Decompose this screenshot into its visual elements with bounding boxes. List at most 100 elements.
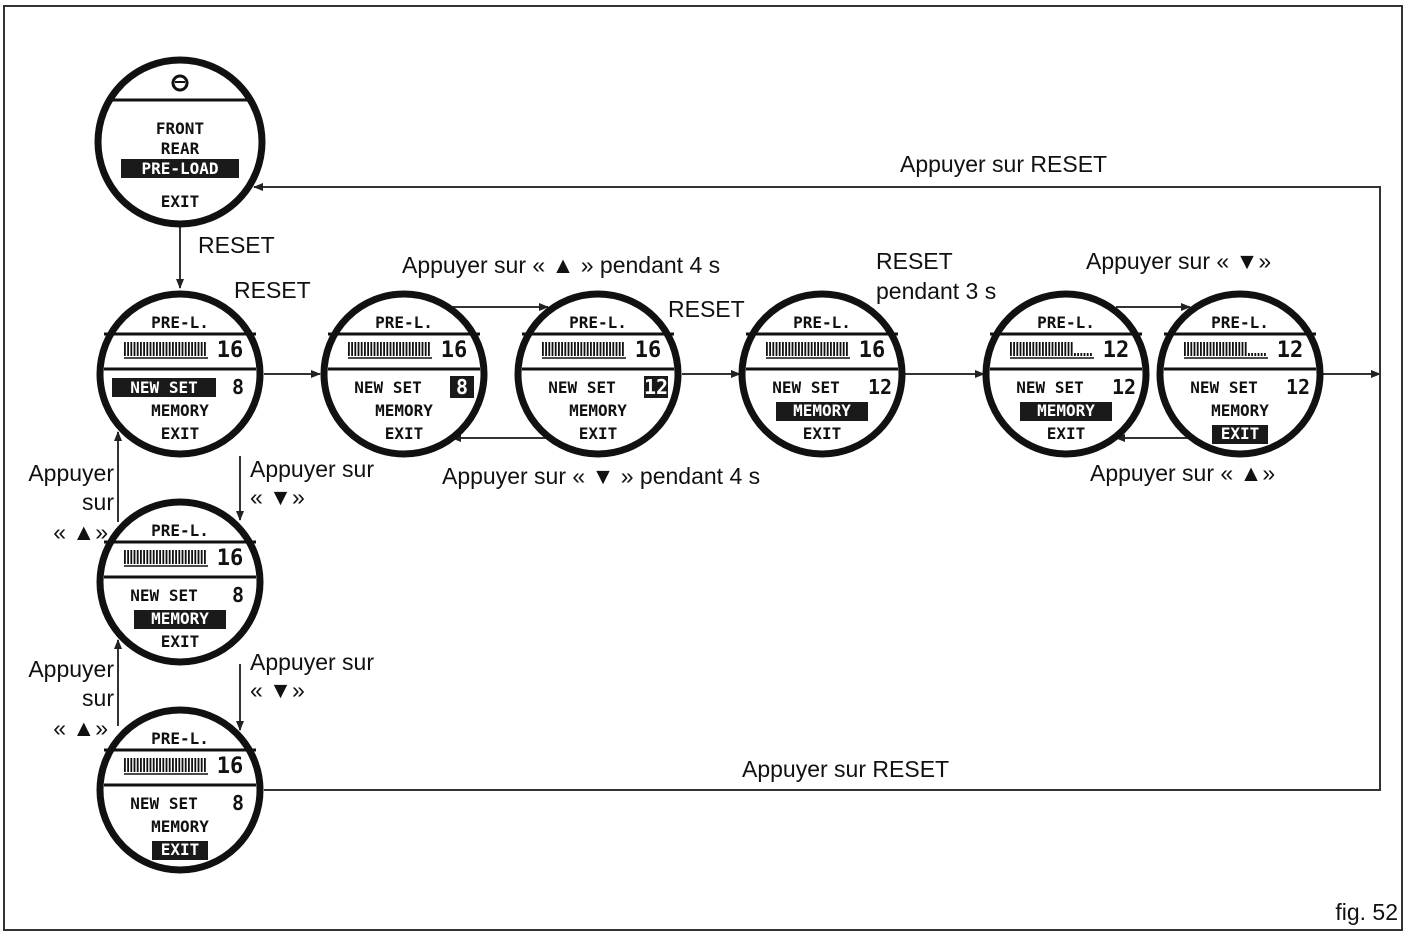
label-press-up-2-line3: « ▲» bbox=[53, 715, 108, 741]
screen-header: PRE-L. bbox=[569, 313, 627, 332]
exit-label: EXIT bbox=[1047, 424, 1086, 443]
exit-label: EXIT bbox=[161, 840, 200, 859]
exit-label: EXIT bbox=[385, 424, 424, 443]
memory-label: MEMORY bbox=[1211, 401, 1269, 420]
label-press-down-1-line1: Appuyer sur bbox=[250, 456, 374, 482]
preload-bar-graph bbox=[124, 758, 208, 775]
figure-frame bbox=[3, 5, 1403, 931]
preload-bar-graph bbox=[124, 550, 208, 567]
new-set-value: 8 bbox=[456, 375, 468, 399]
preload-bar-graph bbox=[542, 342, 626, 359]
memory-label: MEMORY bbox=[1037, 401, 1095, 420]
preload-value: 16 bbox=[441, 338, 468, 363]
preload-value: 16 bbox=[217, 754, 244, 779]
exit-label: EXIT bbox=[1221, 424, 1260, 443]
preload-bar-graph bbox=[1010, 342, 1094, 359]
suspension-icon bbox=[171, 74, 189, 92]
new-set-label: NEW SET bbox=[1190, 378, 1257, 397]
label-press-up-2-line1: Appuyer bbox=[28, 656, 114, 682]
new-set-label: NEW SET bbox=[1016, 378, 1083, 397]
memory-label: MEMORY bbox=[793, 401, 851, 420]
label-press-down-2-line1: Appuyer sur bbox=[250, 649, 374, 675]
label-press-up-right: Appuyer sur « ▲» bbox=[1090, 460, 1275, 486]
label-down-4s: Appuyer sur « ▼ » pendant 4 s bbox=[442, 463, 760, 489]
new-set-label: NEW SET bbox=[130, 794, 197, 813]
connector-loop-top bbox=[253, 183, 1381, 374]
new-set-value: 12 bbox=[1286, 375, 1310, 399]
preload-value: 16 bbox=[217, 338, 244, 363]
label-reset-down: RESET bbox=[198, 232, 275, 258]
preload-value: 12 bbox=[1103, 338, 1130, 363]
screen-header: PRE-L. bbox=[151, 313, 209, 332]
menu-item-pre-load: PRE-LOAD bbox=[141, 159, 218, 178]
label-reset-3s-line1: RESET bbox=[876, 248, 953, 274]
memory-label: MEMORY bbox=[569, 401, 627, 420]
new-set-value-highlight bbox=[644, 376, 668, 398]
preload-value: 16 bbox=[635, 338, 662, 363]
memory-label: MEMORY bbox=[375, 401, 433, 420]
screen-header: PRE-L. bbox=[1037, 313, 1095, 332]
preload-bar-graph bbox=[348, 342, 432, 359]
exit-highlight bbox=[1212, 425, 1268, 444]
new-set-value: 12 bbox=[644, 375, 668, 399]
new-set-label: NEW SET bbox=[130, 586, 197, 605]
memory-label: MEMORY bbox=[151, 401, 209, 420]
preload-value: 16 bbox=[859, 338, 886, 363]
new-set-value: 12 bbox=[1112, 375, 1136, 399]
screen-header: PRE-L. bbox=[151, 729, 209, 748]
new-set-value: 8 bbox=[232, 583, 244, 607]
menu-item-front: FRONT bbox=[156, 119, 204, 138]
connector-loop-bottom bbox=[264, 374, 1381, 791]
exit-label: EXIT bbox=[161, 424, 200, 443]
preload-bar-graph bbox=[766, 342, 850, 359]
connectors bbox=[114, 183, 1381, 791]
menu-item-exit: EXIT bbox=[161, 192, 200, 211]
new-set-value-highlight bbox=[450, 376, 474, 398]
memory-highlight bbox=[1020, 402, 1112, 421]
memory-highlight bbox=[134, 610, 226, 629]
label-reset-top-loop: Appuyer sur RESET bbox=[900, 151, 1107, 177]
new-set-label: NEW SET bbox=[354, 378, 421, 397]
exit-label: EXIT bbox=[803, 424, 842, 443]
new-set-value: 8 bbox=[232, 791, 244, 815]
label-press-up-1-line2: sur bbox=[82, 489, 114, 515]
screen-header: PRE-L. bbox=[1211, 313, 1269, 332]
label-press-up-1-line3: « ▲» bbox=[53, 519, 108, 545]
memory-label: MEMORY bbox=[151, 609, 209, 628]
label-press-down-2-line2: « ▼» bbox=[250, 677, 305, 703]
screen-header: PRE-L. bbox=[793, 313, 851, 332]
label-press-down-right: Appuyer sur « ▼» bbox=[1086, 248, 1271, 274]
labels: Appuyer sur RESET RESET RESET Appuyer su… bbox=[28, 151, 1275, 782]
figure-label: fig. 52 bbox=[1335, 899, 1398, 925]
label-reset-s1: RESET bbox=[234, 277, 311, 303]
label-press-up-1-line1: Appuyer bbox=[28, 460, 114, 486]
exit-label: EXIT bbox=[579, 424, 618, 443]
preload-bar-graph bbox=[1184, 342, 1268, 359]
label-up-4s: Appuyer sur « ▲ » pendant 4 s bbox=[402, 252, 720, 278]
new-set-value: 8 bbox=[232, 375, 244, 399]
preload-value: 16 bbox=[217, 546, 244, 571]
exit-label: EXIT bbox=[161, 632, 200, 651]
label-press-up-2-line2: sur bbox=[82, 685, 114, 711]
new-set-highlight bbox=[112, 378, 216, 397]
menu-item-rear: REAR bbox=[161, 139, 200, 158]
menu-selection-highlight bbox=[121, 159, 239, 178]
preload-value: 12 bbox=[1277, 338, 1304, 363]
new-set-label: NEW SET bbox=[772, 378, 839, 397]
screen-header: PRE-L. bbox=[375, 313, 433, 332]
label-reset-3s-line2: pendant 3 s bbox=[876, 278, 996, 304]
memory-highlight bbox=[776, 402, 868, 421]
new-set-label: NEW SET bbox=[548, 378, 615, 397]
label-press-down-1-line2: « ▼» bbox=[250, 484, 305, 510]
